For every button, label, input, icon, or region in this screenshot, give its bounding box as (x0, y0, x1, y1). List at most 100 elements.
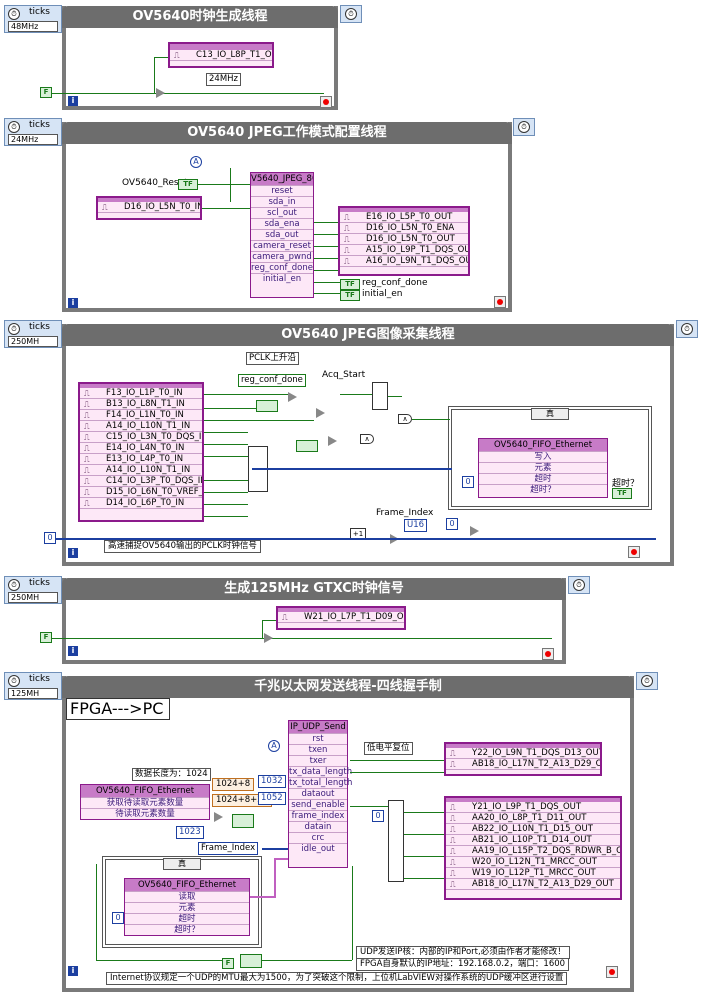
connector-a: A (190, 156, 202, 168)
io-row: D15_IO_L6N_T0_VREF_IN (80, 487, 202, 498)
fifo-count-node[interactable]: OV5640_FIFO_Ethernet 获取待读取元素数量 待读取元素数量 (80, 784, 210, 820)
loop3-tick-value[interactable]: 250MH (8, 336, 58, 347)
stop-icon[interactable] (494, 296, 506, 308)
clock-icon: ⏱ (8, 121, 20, 133)
port-tx-data-length: tx_data_length (289, 766, 353, 777)
timeout-indicator: TF (612, 488, 632, 499)
loop1-tick-count[interactable]: ⏱ ticks 48MHz (4, 5, 62, 33)
const-1023[interactable]: 1023 (176, 826, 204, 839)
loop2-io-in[interactable]: D16_IO_L5N_T0_IN (96, 196, 202, 220)
io-row: Y21_IO_L9P_T1_DQS_OUT (446, 802, 620, 813)
clock-icon: ⏱ (8, 323, 20, 335)
fifo-row: 超时 (479, 473, 607, 484)
ip-udp-send-node[interactable]: IP_UDP_Send rst txen txer tx_data_length… (288, 720, 353, 868)
fifo-row: 超时 (125, 913, 249, 924)
internet-note: Internet协议规定一个UDP的MTU最大为1500，为了突破这个限制，上位… (106, 972, 568, 985)
loop3-tick-count[interactable]: ⏱ ticks 250MH (4, 320, 62, 348)
timeout-zero[interactable]: 0 (112, 912, 124, 924)
acq-start-label: Acq_Start (322, 370, 366, 380)
loop5-tick-value[interactable]: 125MH (8, 688, 58, 699)
port-camera-reset: camera_reset (251, 240, 313, 251)
loop5-tick-count[interactable]: ⏱ ticks 125MH (4, 672, 62, 700)
stop-icon[interactable] (320, 96, 332, 108)
port-sda-in: sda_in (251, 196, 313, 207)
loop1-io-node[interactable]: C13_IO_L8P_T1_OUT (168, 42, 274, 68)
io-row: AA20_IO_L8P_T1_D11_OUT (446, 813, 620, 824)
io-row: W19_IO_L12P_T1_MRCC_OUT (446, 868, 620, 879)
and-gate-icon: ∧ (360, 434, 374, 444)
loop4-right-clock: ⏱ (568, 576, 590, 594)
loop3-right-clock: ⏱ (676, 320, 698, 338)
info-icon: i (68, 646, 78, 656)
shift-register-init[interactable]: 0 (44, 532, 56, 544)
loop4-io-node[interactable]: W21_IO_L7P_T1_D09_OUT (276, 606, 406, 630)
loop4-tick-count[interactable]: ⏱ ticks 250MH (4, 576, 62, 604)
loop2-io-out[interactable]: E16_IO_L5P_T0_OUT D16_IO_L5N_T0_ENA D16_… (338, 206, 470, 276)
clock-icon: ⏱ (518, 121, 530, 133)
loop5-io-out-bottom[interactable]: Y21_IO_L9P_T1_DQS_OUT AA20_IO_L8P_T1_D11… (444, 796, 622, 900)
loop4-tick-value[interactable]: 250MH (8, 592, 58, 603)
frame-index-local[interactable]: Frame_Index (198, 842, 259, 855)
pclk-label: PCLK上升沿 (246, 352, 299, 365)
const-1052[interactable]: 1052 (258, 792, 286, 805)
loop2-tick-value[interactable]: 24MHz (8, 134, 58, 145)
timeout-zero[interactable]: 0 (462, 476, 474, 488)
io-row: E16_IO_L5P_T0_OUT (340, 212, 468, 223)
not-gate-icon (328, 436, 337, 446)
info-icon: i (68, 96, 78, 106)
fifo-row: 读取 (125, 891, 249, 902)
port-frame-index: frame_index (289, 810, 347, 821)
and-gate-icon (316, 408, 325, 418)
case-selector[interactable]: 真 (163, 858, 201, 870)
loop1-tick-value[interactable]: 48MHz (8, 21, 58, 32)
false-constant[interactable]: F (40, 87, 52, 98)
u16-indicator: U16 (404, 519, 428, 532)
loop5-title: 千兆以太网发送线程-四线握手制 (62, 676, 634, 698)
udp-note-2: FPGA自身默认的IP地址：192.168.0.2，端口：1600 (356, 958, 570, 971)
reg-conf-done-local[interactable]: reg_conf_done (238, 374, 306, 387)
stop-icon[interactable] (606, 966, 618, 978)
data-length-note: 数据长度为：1024 (132, 768, 211, 781)
io-row: AA19_IO_L15P_T2_DQS_RDWR_B_OUT (446, 846, 620, 857)
ov5640-jpeg-node[interactable]: V5640_JPEG_80 reset sda_in scl_out sda_e… (250, 172, 314, 298)
port-send-enable: send_enable (289, 799, 347, 810)
loop3-io-in[interactable]: F13_IO_L1P_T0_IN B13_IO_L8N_T1_IN F14_IO… (78, 382, 204, 522)
port-datain: datain (289, 821, 347, 832)
port-idle-out: idle_out (289, 843, 347, 854)
index-zero[interactable]: 0 (372, 810, 384, 822)
timeout-q-label: 超时？ (612, 479, 640, 489)
info-icon: i (68, 966, 78, 976)
io-row: C14_IO_L3P_T0_DQS_IN (80, 476, 202, 487)
io-row: W21_IO_L7P_T1_D09_OUT (278, 612, 404, 623)
loop2-right-clock: ⏱ (513, 118, 535, 136)
fifo-title: OV5640_FIFO_Ethernet (81, 785, 209, 797)
clock-icon: ⏱ (345, 8, 357, 20)
fifo-row: 超时？ (479, 484, 607, 495)
fifo-title: OV5640_FIFO_Ethernet (479, 439, 607, 451)
port-scl-out: scl_out (251, 207, 313, 218)
case-selector[interactable]: 真 (531, 408, 569, 420)
port-sda-out: sda_out (251, 229, 313, 240)
fifo-row: 元素 (479, 462, 607, 473)
expr-1032: 1024+8 (212, 778, 255, 791)
fifo-read-node[interactable]: OV5640_FIFO_Ethernet 读取 元素 超时 超时？ (124, 878, 250, 936)
zero-constant[interactable]: 0 (446, 518, 458, 530)
loop5-io-out-top[interactable]: Y22_IO_L9N_T1_DQS_D13_OUT AB18_IO_L17N_T… (444, 742, 602, 776)
reset-bool[interactable]: TF (178, 179, 198, 190)
clock-icon: ⏱ (681, 323, 693, 335)
false-constant[interactable]: F (40, 632, 52, 643)
false-constant[interactable]: F (222, 958, 234, 969)
loop2-tick-count[interactable]: ⏱ ticks 24MHz (4, 118, 62, 146)
ticks-label: ticks (29, 322, 50, 332)
io-row: F13_IO_L1P_T0_IN (80, 388, 202, 399)
initial-en-indicator: TF (340, 290, 360, 301)
fifo-write-node[interactable]: OV5640_FIFO_Ethernet 写入 元素 超时 超时？ (478, 438, 608, 498)
const-1032[interactable]: 1032 (258, 775, 286, 788)
compare-icon (214, 812, 223, 822)
stop-icon[interactable] (542, 648, 554, 660)
frame-index-label: Frame_Index (376, 508, 434, 518)
io-row: Y22_IO_L9N_T1_DQS_D13_OUT (446, 748, 600, 759)
loop4-title: 生成125MHz GTXC时钟信号 (62, 578, 566, 600)
stop-icon[interactable] (628, 546, 640, 558)
compound-and-node (372, 382, 388, 410)
